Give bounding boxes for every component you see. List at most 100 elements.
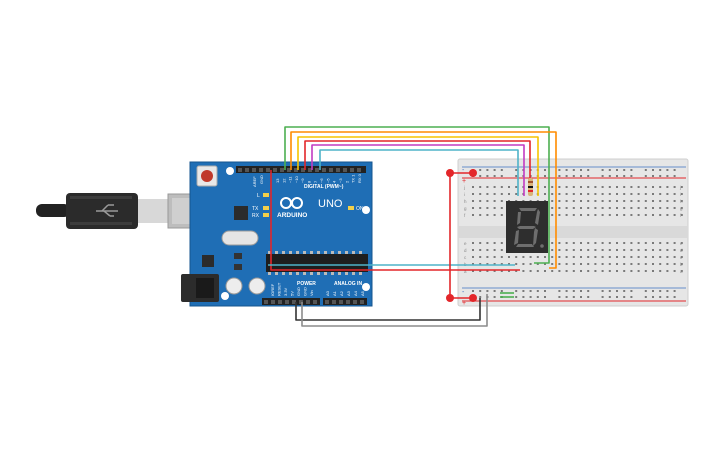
wire-red-d9[interactable] xyxy=(304,140,531,178)
wire-endpoint[interactable] xyxy=(446,294,454,302)
header-pin[interactable] xyxy=(322,168,326,172)
header-pin[interactable] xyxy=(259,168,263,172)
header-pin[interactable] xyxy=(245,168,249,172)
analog-pin-label: A4 xyxy=(353,290,358,296)
header-pin[interactable] xyxy=(308,168,312,172)
label-l: L xyxy=(257,193,260,199)
header-pin[interactable] xyxy=(360,300,364,304)
power-header-label: POWER xyxy=(297,281,316,287)
header-pin[interactable] xyxy=(252,168,256,172)
header-pin[interactable] xyxy=(306,300,310,304)
header-pin[interactable] xyxy=(266,168,270,172)
power-pin-label: 3.3V xyxy=(283,287,288,296)
power-jack xyxy=(181,274,219,302)
atmega-microcontroller xyxy=(266,251,368,275)
wire-black-gnd[interactable] xyxy=(295,298,481,321)
analog-pin-label: A5 xyxy=(360,290,365,296)
header-pin[interactable] xyxy=(346,300,350,304)
header-pin[interactable] xyxy=(299,300,303,304)
row-letter: a xyxy=(464,269,467,274)
digital-pin-label: ~11 xyxy=(288,176,293,183)
wires xyxy=(268,126,557,327)
usb-cable[interactable] xyxy=(36,193,217,229)
row-letter: e xyxy=(464,241,467,246)
digital-pin-label: ~5 xyxy=(325,178,330,183)
header-pin[interactable] xyxy=(287,168,291,172)
row-letter: d xyxy=(464,248,467,253)
header-pin[interactable] xyxy=(301,168,305,172)
wire-magenta[interactable] xyxy=(311,144,525,196)
wire-red-power[interactable] xyxy=(270,170,520,271)
digital-pin-label: 12 xyxy=(281,178,286,183)
analog-pin-label: A1 xyxy=(332,290,337,296)
header-pin[interactable] xyxy=(336,168,340,172)
wire-cyan-top[interactable] xyxy=(319,149,519,196)
power-pin-label: GND xyxy=(296,287,301,296)
analog-pin-label: A3 xyxy=(346,290,351,296)
analog-header[interactable] xyxy=(323,298,367,305)
header-pin[interactable] xyxy=(339,300,343,304)
header-pin[interactable] xyxy=(278,300,282,304)
wire-orange[interactable] xyxy=(290,131,557,269)
row-letter: i xyxy=(680,192,681,197)
wire-endpoint[interactable] xyxy=(469,169,477,177)
digital-pin-label: ~9 xyxy=(300,178,305,183)
led-l xyxy=(263,193,269,197)
power-pin-label: IOREF xyxy=(270,283,275,296)
header-pin[interactable] xyxy=(343,168,347,172)
header-pin[interactable] xyxy=(292,300,296,304)
led-tx xyxy=(263,206,269,210)
power-header[interactable] xyxy=(262,298,320,305)
row-letter: j xyxy=(463,185,465,190)
header-pin[interactable] xyxy=(325,300,329,304)
reset-button[interactable] xyxy=(196,165,218,187)
usb-chip xyxy=(234,206,248,220)
rail-minus-label: - xyxy=(462,167,465,174)
digital-pin-label: 13 xyxy=(275,178,280,183)
header-pin[interactable] xyxy=(280,168,284,172)
wire-yellow[interactable] xyxy=(297,136,539,196)
crystal-oscillator xyxy=(221,230,259,246)
header-pin[interactable] xyxy=(273,168,277,172)
header-pin[interactable] xyxy=(238,168,242,172)
wire-green[interactable] xyxy=(284,126,550,264)
header-pin[interactable] xyxy=(353,300,357,304)
header-pin[interactable] xyxy=(329,168,333,172)
decimal-point-icon xyxy=(540,244,544,248)
power-pin-label: RESET xyxy=(277,282,282,296)
header-pin[interactable] xyxy=(294,168,298,172)
row-letter: b xyxy=(680,262,683,267)
header-pin[interactable] xyxy=(357,168,361,172)
header-pin[interactable] xyxy=(271,300,275,304)
resistor[interactable] xyxy=(528,178,533,196)
header-pin[interactable] xyxy=(285,300,289,304)
arduino-uno-board[interactable]: L TX RX ON ARDUINO UNO DIGITAL (PWM~) AR… xyxy=(181,161,373,307)
row-letter: d xyxy=(680,248,683,253)
power-pin-label: GND xyxy=(303,287,308,296)
seven-segment-display[interactable] xyxy=(506,201,548,253)
wire-endpoint[interactable] xyxy=(469,294,477,302)
row-letter: c xyxy=(680,255,683,260)
digital-pin-label: 8 xyxy=(307,180,312,183)
header-pin[interactable] xyxy=(332,300,336,304)
header-pin[interactable] xyxy=(350,168,354,172)
wire-gray-gnd[interactable] xyxy=(301,294,488,327)
power-pin-label: 5V xyxy=(290,291,295,296)
label-gnd-top: GND xyxy=(259,175,264,184)
arduino-logo-icon xyxy=(280,197,303,209)
row-letter: a xyxy=(680,269,683,274)
row-letter: e xyxy=(680,241,683,246)
row-letter: j xyxy=(679,185,681,190)
digital-header[interactable] xyxy=(236,166,366,173)
header-pin[interactable] xyxy=(315,168,319,172)
header-pin[interactable] xyxy=(264,300,268,304)
rail-minus-label-bottom: - xyxy=(462,289,465,296)
wire-endpoint[interactable] xyxy=(446,169,454,177)
label-tx: TX xyxy=(252,206,259,212)
header-pin[interactable] xyxy=(313,300,317,304)
